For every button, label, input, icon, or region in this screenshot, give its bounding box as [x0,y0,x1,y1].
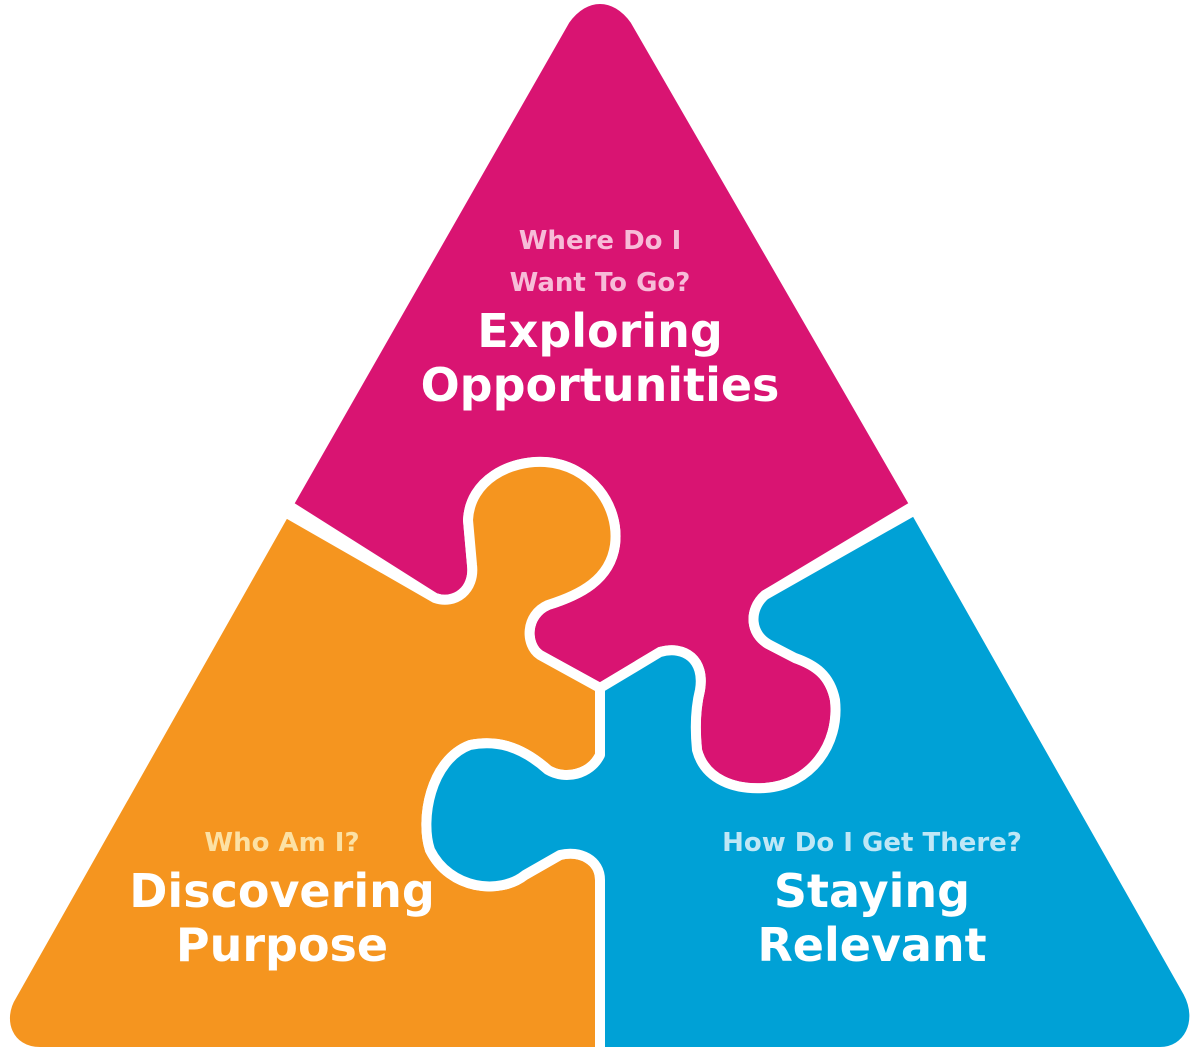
top-title-line2: Opportunities [420,358,780,412]
right-question: How Do I Get There? [722,828,1022,858]
top-question-line1: Where Do I [518,226,682,256]
right-title-line2: Relevant [757,918,987,972]
left-label: Who Am I? Discovering Purpose [129,822,435,972]
left-title-line2: Purpose [175,918,389,972]
left-title-line1: Discovering [129,864,435,918]
right-title-line1: Staying [773,864,971,918]
piece-staying-relevant [421,505,1200,1053]
left-question: Who Am I? [204,828,360,858]
top-title-line1: Exploring [477,304,723,358]
right-label: How Do I Get There? Staying Relevant [722,822,1022,972]
top-label: Where Do I Want To Go? Exploring Opportu… [421,220,780,412]
top-question-line2: Want To Go? [509,268,691,298]
